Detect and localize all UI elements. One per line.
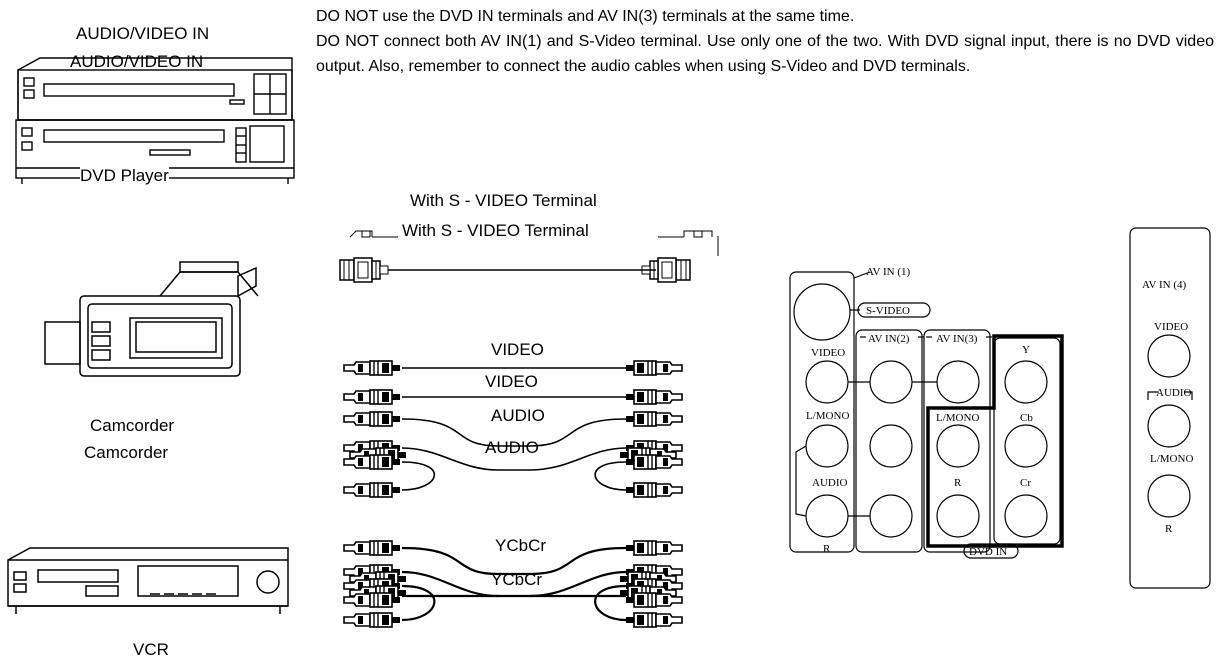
dvd-player-illustration <box>15 57 295 184</box>
l-mono-2-label: L/MONO <box>936 412 979 424</box>
warning-line-1: DO NOT use the DVD IN terminals and AV I… <box>316 8 855 25</box>
av-in-1-label: AV IN (1) <box>866 266 911 278</box>
camcorder-caption-2: Camcorder <box>84 443 169 462</box>
audio-cable-label-2: AUDIO <box>485 438 539 457</box>
ycbcr-cable-label-2: YCbCr <box>491 570 543 589</box>
av-in-4-lmono-label: L/MONO <box>1150 453 1193 465</box>
ycbcr-cables <box>401 546 627 622</box>
av2-video-jack <box>869 360 913 404</box>
av2-r-jack <box>869 494 913 538</box>
warning-line-2: DO NOT connect both AV IN(1) and S-Video… <box>316 33 1214 75</box>
svideo-cable-label-2: With S - VIDEO Terminal <box>402 221 589 240</box>
av-in-4-panel <box>1129 227 1211 589</box>
video-cable-label: VIDEO <box>491 340 544 359</box>
dvd-player-caption: DVD Player <box>80 166 169 186</box>
ycbcr-cable-label: YCbCr <box>495 536 547 555</box>
r-2-label: R <box>954 477 962 489</box>
camcorder-illustration <box>44 261 259 377</box>
svideo-cable <box>339 230 719 283</box>
av-in-4-video-label: VIDEO <box>1154 321 1188 333</box>
cr-label: Cr <box>1020 477 1031 489</box>
dvd-cb-jack <box>1004 424 1048 468</box>
warning-text: DO NOT use the DVD IN terminals and AV I… <box>316 4 1214 79</box>
dvd-y-jack <box>1004 360 1048 404</box>
av-in-2-label: AV IN(2) <box>868 333 910 345</box>
av-in-4-audio-label: AUDIO <box>1156 387 1191 399</box>
av1-l-jack <box>805 424 849 468</box>
av3-video-jack <box>936 360 980 404</box>
av3-l-jack <box>936 424 980 468</box>
video-cable-label-2: VIDEO <box>485 372 538 391</box>
svideo-label: S-VIDEO <box>866 305 910 317</box>
av-in-4-title: AV IN (4) <box>1142 279 1187 291</box>
cb-label: Cb <box>1020 412 1033 424</box>
dvd-audio-video-in-label: AUDIO/VIDEO IN <box>76 24 210 43</box>
dvd-in-label: DVD IN <box>969 546 1007 558</box>
av3-r-jack <box>936 494 980 538</box>
vcr-illustration <box>7 547 289 614</box>
camcorder-caption: Camcorder <box>90 416 175 435</box>
video-label: VIDEO <box>811 347 845 359</box>
av-in-4-labels: AV IN (4) VIDEO AUDIO L/MONO R <box>1142 279 1193 535</box>
vcr-caption: VCR <box>133 640 169 659</box>
av1-video-jack <box>805 360 849 404</box>
audio-cable-label: AUDIO <box>491 406 545 425</box>
r-label: R <box>823 543 831 555</box>
svideo-cable-label: With S - VIDEO Terminal <box>410 191 597 210</box>
av1-r-jack <box>805 494 849 538</box>
dvd-audio-video-in-label-2: AUDIO/VIDEO IN <box>70 52 204 71</box>
svideo-jack <box>793 283 851 341</box>
av-in-4-r-label: R <box>1165 523 1173 535</box>
terminal-panel-labels: AV IN (1) S-VIDEO AV IN(2) AV IN(3) VIDE… <box>806 266 1033 558</box>
terminal-panel <box>789 271 1064 559</box>
audio-label: AUDIO <box>812 477 847 489</box>
video-audio-cables <box>401 367 627 491</box>
l-mono-label: L/MONO <box>806 410 849 422</box>
dvd-cr-jack <box>1004 494 1048 538</box>
av-in-3-label: AV IN(3) <box>936 333 978 345</box>
av2-l-jack <box>869 424 913 468</box>
y-label: Y <box>1022 344 1030 356</box>
